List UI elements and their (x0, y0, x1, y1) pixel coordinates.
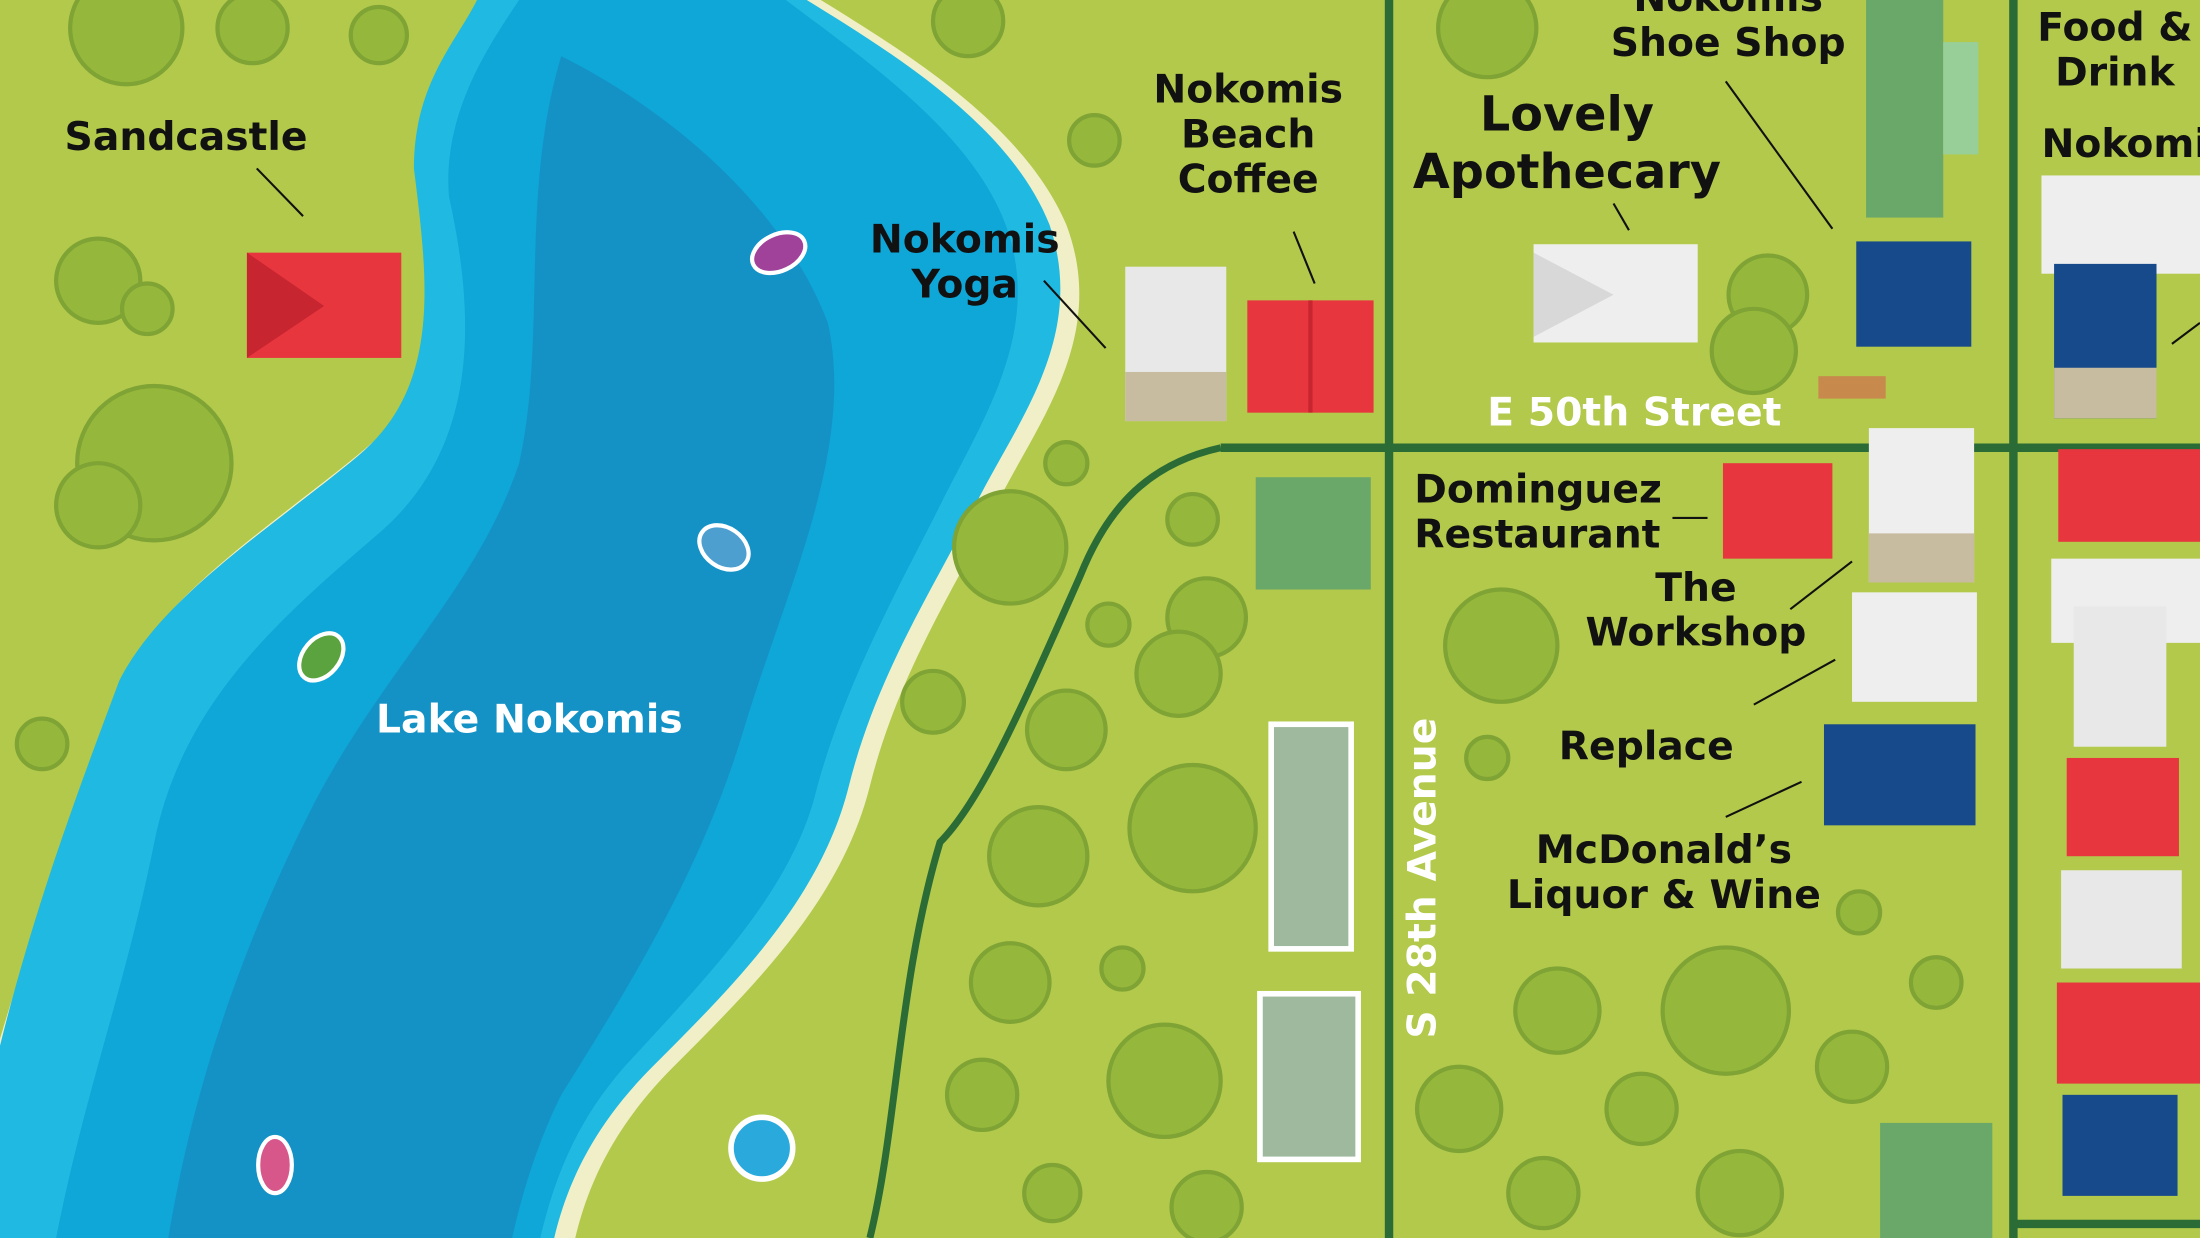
label-nokomis: Nokomis (2041, 120, 2200, 168)
roads (866, 0, 2200, 1238)
label-line: Workshop (1585, 609, 1807, 656)
label-food-and-drink: Food &Drink (2037, 4, 2193, 96)
label-line: Yoga (911, 261, 1018, 308)
label-line: Food & (2037, 4, 2193, 51)
label-line: Liquor & Wine (1506, 871, 1821, 919)
label-s-28th-avenue: S 28th Avenue (1398, 717, 1446, 1039)
label-line: Dominguez (1414, 466, 1662, 513)
trees (14, 0, 1964, 1238)
boat-icon (256, 1134, 294, 1196)
label-line: Drink (2055, 49, 2175, 96)
label-line: The (1655, 564, 1737, 611)
leader-lines (256, 80, 2200, 818)
boat-icon (297, 631, 346, 683)
label-line: Apothecary (1412, 145, 1721, 202)
label-e-50th-street: E 50th Street (1487, 388, 1782, 436)
label-line: Lovely (1479, 87, 1654, 144)
boat-icon (750, 230, 808, 276)
label-line: Coffee (1177, 156, 1319, 203)
label-line: Beach (1180, 111, 1316, 158)
label-line: Nokomis (1611, 0, 1846, 21)
boat-icon (697, 523, 751, 572)
label-nokomis-shoe-shop: NokomisShoe Shop (1611, 0, 1846, 66)
label-line: McDonald’s (1535, 826, 1793, 874)
label-sandcastle: Sandcastle (64, 113, 308, 161)
label-line: Nokomis (1153, 65, 1344, 113)
label-line: Shoe Shop (1610, 19, 1846, 67)
label-line: Nokomis (869, 216, 1060, 263)
beach-umbrella-icon (728, 1114, 796, 1182)
label-line: Restaurant (1414, 511, 1661, 558)
label-lake-nokomis[interactable]: Lake Nokomis (376, 696, 683, 743)
label-replace: Replace (1558, 722, 1734, 770)
buildings (246, 0, 2200, 1238)
